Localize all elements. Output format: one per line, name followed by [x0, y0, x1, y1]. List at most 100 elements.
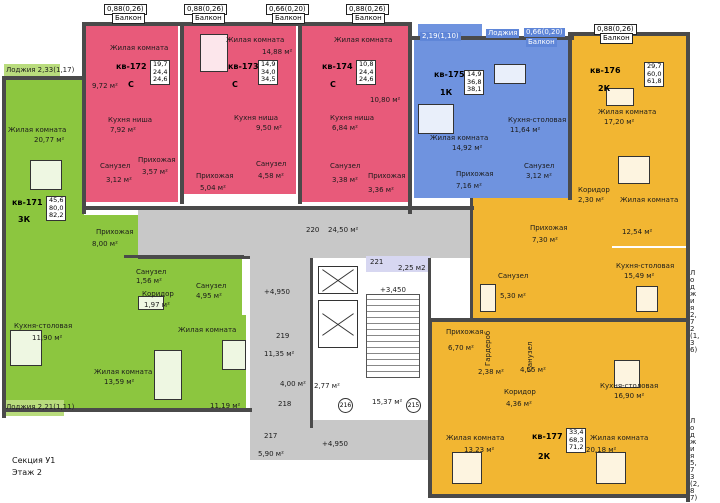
apartment-171-rooms: 3К — [18, 215, 31, 224]
common-room-area: 2,25 м2 — [398, 264, 426, 272]
room-area: 1,56 м² — [136, 277, 162, 285]
room-label: Жилая комната — [110, 44, 169, 52]
room-area: 15,49 м² — [624, 272, 655, 280]
bed-icon — [596, 452, 626, 484]
room-area: 12,54 м² — [622, 228, 653, 236]
floor-caption: Этаж 2 — [12, 468, 42, 477]
room-area: 9,50 м² — [256, 124, 282, 132]
room-label: Кухня-столовая — [616, 262, 675, 270]
room-label: Гардероб — [484, 330, 492, 366]
balcony-5-area: 0,66(0,20) — [524, 28, 565, 37]
sofa-icon — [10, 330, 42, 366]
room-area: 14,92 м² — [452, 144, 483, 152]
common-room-number: 220 — [306, 226, 320, 234]
room-area: 8,00 м² — [92, 240, 118, 248]
apartment-173-rooms: С — [232, 80, 238, 89]
room-label: Жилая комната — [178, 326, 237, 334]
apartment-177-rooms: 2К — [538, 452, 551, 461]
room-label: Жилая комната — [94, 368, 153, 376]
wall-blue-right — [568, 36, 572, 200]
bed-icon — [452, 452, 482, 484]
room-label: Прихожая — [96, 228, 134, 236]
zone-loggia-green-top — [4, 64, 60, 78]
room-label: Коридор — [142, 290, 174, 298]
apartment-174-rooms: С — [330, 80, 336, 89]
wall-orange-mid — [430, 318, 688, 322]
bed-icon — [30, 160, 62, 190]
apartment-176-code: кв-176 — [590, 66, 621, 75]
room-area: 11,90 м² — [32, 334, 63, 342]
room-label: Коридор — [504, 388, 536, 396]
apartment-175-code: кв-175 — [434, 70, 465, 79]
zone-hall-219 — [250, 258, 310, 438]
wall-outer-left — [2, 78, 6, 418]
room-area: 3,36 м² — [368, 186, 394, 194]
wall-outer-top-green — [2, 76, 86, 80]
room-label: Санузел — [196, 282, 227, 290]
room-area: 16,90 м² — [614, 392, 645, 400]
wall-stair-right — [428, 258, 431, 320]
bed-icon — [418, 104, 454, 134]
balcony-1-label: Балкон — [112, 13, 145, 24]
common-room-number: 219 — [276, 332, 290, 340]
staircase — [366, 294, 420, 378]
room-area: 11,19 м² — [210, 402, 241, 410]
room-area: 11,64 м² — [510, 126, 541, 134]
room-label: Жилая комната — [334, 36, 393, 44]
bed-icon — [222, 340, 246, 370]
room-area: 20,77 м² — [34, 136, 65, 144]
room-label: Прихожая — [368, 172, 406, 180]
wall-bottom-right — [428, 494, 690, 498]
wall-stair-left — [310, 258, 313, 428]
balcony-4-label: Балкон — [352, 13, 385, 24]
room-label: Прихожая — [138, 156, 176, 164]
room-area: 13,23 м² — [464, 446, 495, 454]
bed-icon — [200, 34, 228, 72]
wall-green-right — [82, 24, 86, 214]
room-area: 7,92 м² — [110, 126, 136, 134]
loggia-right-1: Лоджия 2,72(1,36) — [690, 269, 700, 354]
loggia-bottom-left: Лоджия 2,21(1,11) — [6, 403, 75, 411]
room-area: 10,80 м² — [370, 96, 401, 104]
room-label: Прихожая — [196, 172, 234, 180]
bed-icon — [618, 156, 650, 184]
common-room-number: 218 — [278, 400, 292, 408]
loggia-blue-label: Лоджия — [486, 29, 520, 38]
room-area: 17,20 м² — [604, 118, 635, 126]
zone-apartment-174 — [302, 24, 408, 202]
apartment-175-rooms: 1К — [440, 88, 453, 97]
zone-apartment-176-kitchen — [572, 248, 688, 320]
room-area: 7,16 м² — [456, 182, 482, 190]
room-label: Кухня ниша — [108, 116, 153, 124]
bathtub-icon — [138, 296, 164, 310]
room-label: Прихожая — [446, 328, 484, 336]
common-room-area: 15,37 м² — [372, 398, 403, 406]
common-room-area: 24,50 м² — [328, 226, 359, 234]
room-label: Жилая комната — [446, 434, 505, 442]
room-area: 13,59 м² — [104, 378, 135, 386]
common-room-number: 221 — [370, 258, 384, 266]
zone-hall-217 — [250, 420, 430, 460]
room-area: 6,84 м² — [332, 124, 358, 132]
room-area: 4,95 м² — [196, 292, 222, 300]
apartment-176-stats: 29,7 60,0 61,8 — [644, 62, 665, 87]
wall-orange-left — [428, 320, 432, 496]
room-area: 3,38 м² — [332, 176, 358, 184]
level-mark: +3,450 — [380, 286, 406, 294]
apartment-171-stats: 45,6 80,0 82,2 — [46, 196, 67, 221]
wall-outer-bottom-green — [2, 408, 252, 412]
room-label: Кухня-столовая — [508, 116, 567, 124]
loggia-blue-area: 2,19(1,10) — [420, 32, 461, 41]
balcony-3-label: Балкон — [272, 13, 305, 24]
room-label: Кухня-столовая — [600, 382, 659, 390]
apartment-172-code: кв-172 — [116, 62, 147, 71]
wall-blue-top — [410, 36, 574, 40]
room-area: 3,12 м² — [106, 176, 132, 184]
room-label: Санузел — [256, 160, 287, 168]
room-area: 2,30 м² — [578, 196, 604, 204]
room-label: Жилая комната — [620, 196, 679, 204]
apartment-174-code: кв-174 — [322, 62, 353, 71]
room-area: 6,70 м² — [448, 344, 474, 352]
table-icon — [494, 64, 526, 84]
